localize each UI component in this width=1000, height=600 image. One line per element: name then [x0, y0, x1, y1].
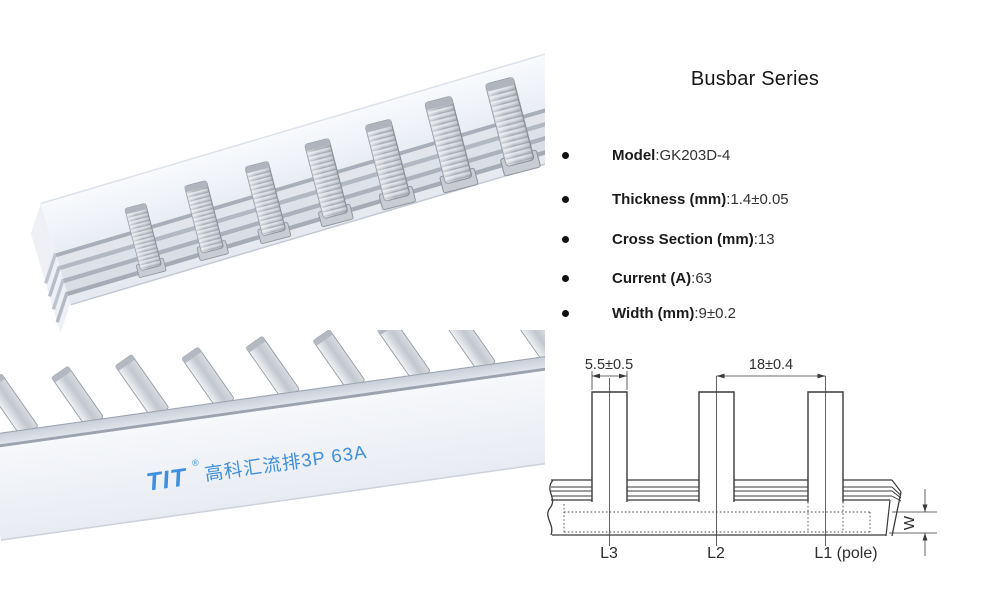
busbar-pins-top-photo: [124, 77, 541, 278]
drawing-pins: [591, 391, 844, 502]
spec-label: Thickness (mm): [612, 190, 727, 208]
spec-item-width: Width (mm):9±0.2: [545, 300, 1000, 326]
spec-item-cross-section: Cross Section (mm):13: [545, 226, 1000, 252]
registered-mark: ®: [191, 457, 199, 468]
brand-logo-text: TIT: [144, 463, 190, 497]
bullet-icon: [562, 195, 569, 203]
spec-value: 63: [695, 269, 713, 287]
dim-pin-width-label: 5.5±0.5: [585, 357, 633, 373]
page-title: Busbar Series: [690, 68, 820, 90]
drawing-labels: 5.5±0.5 18±0.4 L3 L2 L1 (pole) W: [585, 357, 918, 562]
busbar-pins-front-photo: [0, 330, 545, 438]
spec-item-current: Current (A):63: [545, 265, 1000, 291]
spec-list: Model:GK203D-4 Thickness (mm):1.4±0.05 C…: [545, 142, 1000, 326]
spec-item-model: Model:GK203D-4: [545, 142, 1000, 168]
spec-value: GK203D-4: [659, 146, 731, 164]
width-dim-label: W: [901, 515, 918, 530]
spec-label: Cross Section (mm): [612, 230, 754, 248]
spec-value: 13: [757, 230, 775, 248]
hidden-lines: [563, 502, 871, 534]
phase-label-l3: L3: [600, 545, 618, 562]
center-lines: [609, 376, 826, 546]
bullet-icon: [562, 151, 569, 159]
busbar-dimension-drawing: 5.5±0.5 18±0.4 L3 L2 L1 (pole) W: [547, 357, 937, 562]
busbar-body-top-photo: [30, 29, 545, 334]
bullet-icon: [562, 274, 569, 282]
dim-pitch-label: 18±0.4: [749, 357, 793, 373]
spec-item-thickness: Thickness (mm):1.4±0.05: [545, 186, 1000, 212]
bullet-icon: [562, 309, 569, 317]
busbar-photo-angled: [30, 29, 545, 334]
spec-label: Width (mm): [612, 304, 695, 322]
spec-label: Current (A): [612, 269, 692, 287]
spec-value: 1.4±0.05: [730, 190, 789, 208]
phase-label-l1: L1 (pole): [814, 545, 877, 562]
spec-label: Model: [612, 146, 656, 164]
bullet-icon: [562, 235, 569, 243]
busbar-photo-front: TIT ® 高科汇流排3P 63A: [0, 330, 545, 541]
spec-value: 9±0.2: [698, 304, 736, 322]
busbar-body-front-photo: TIT ® 高科汇流排3P 63A: [0, 330, 545, 541]
dimension-arrowheads: [592, 373, 928, 541]
phase-label-l2: L2: [707, 545, 725, 562]
